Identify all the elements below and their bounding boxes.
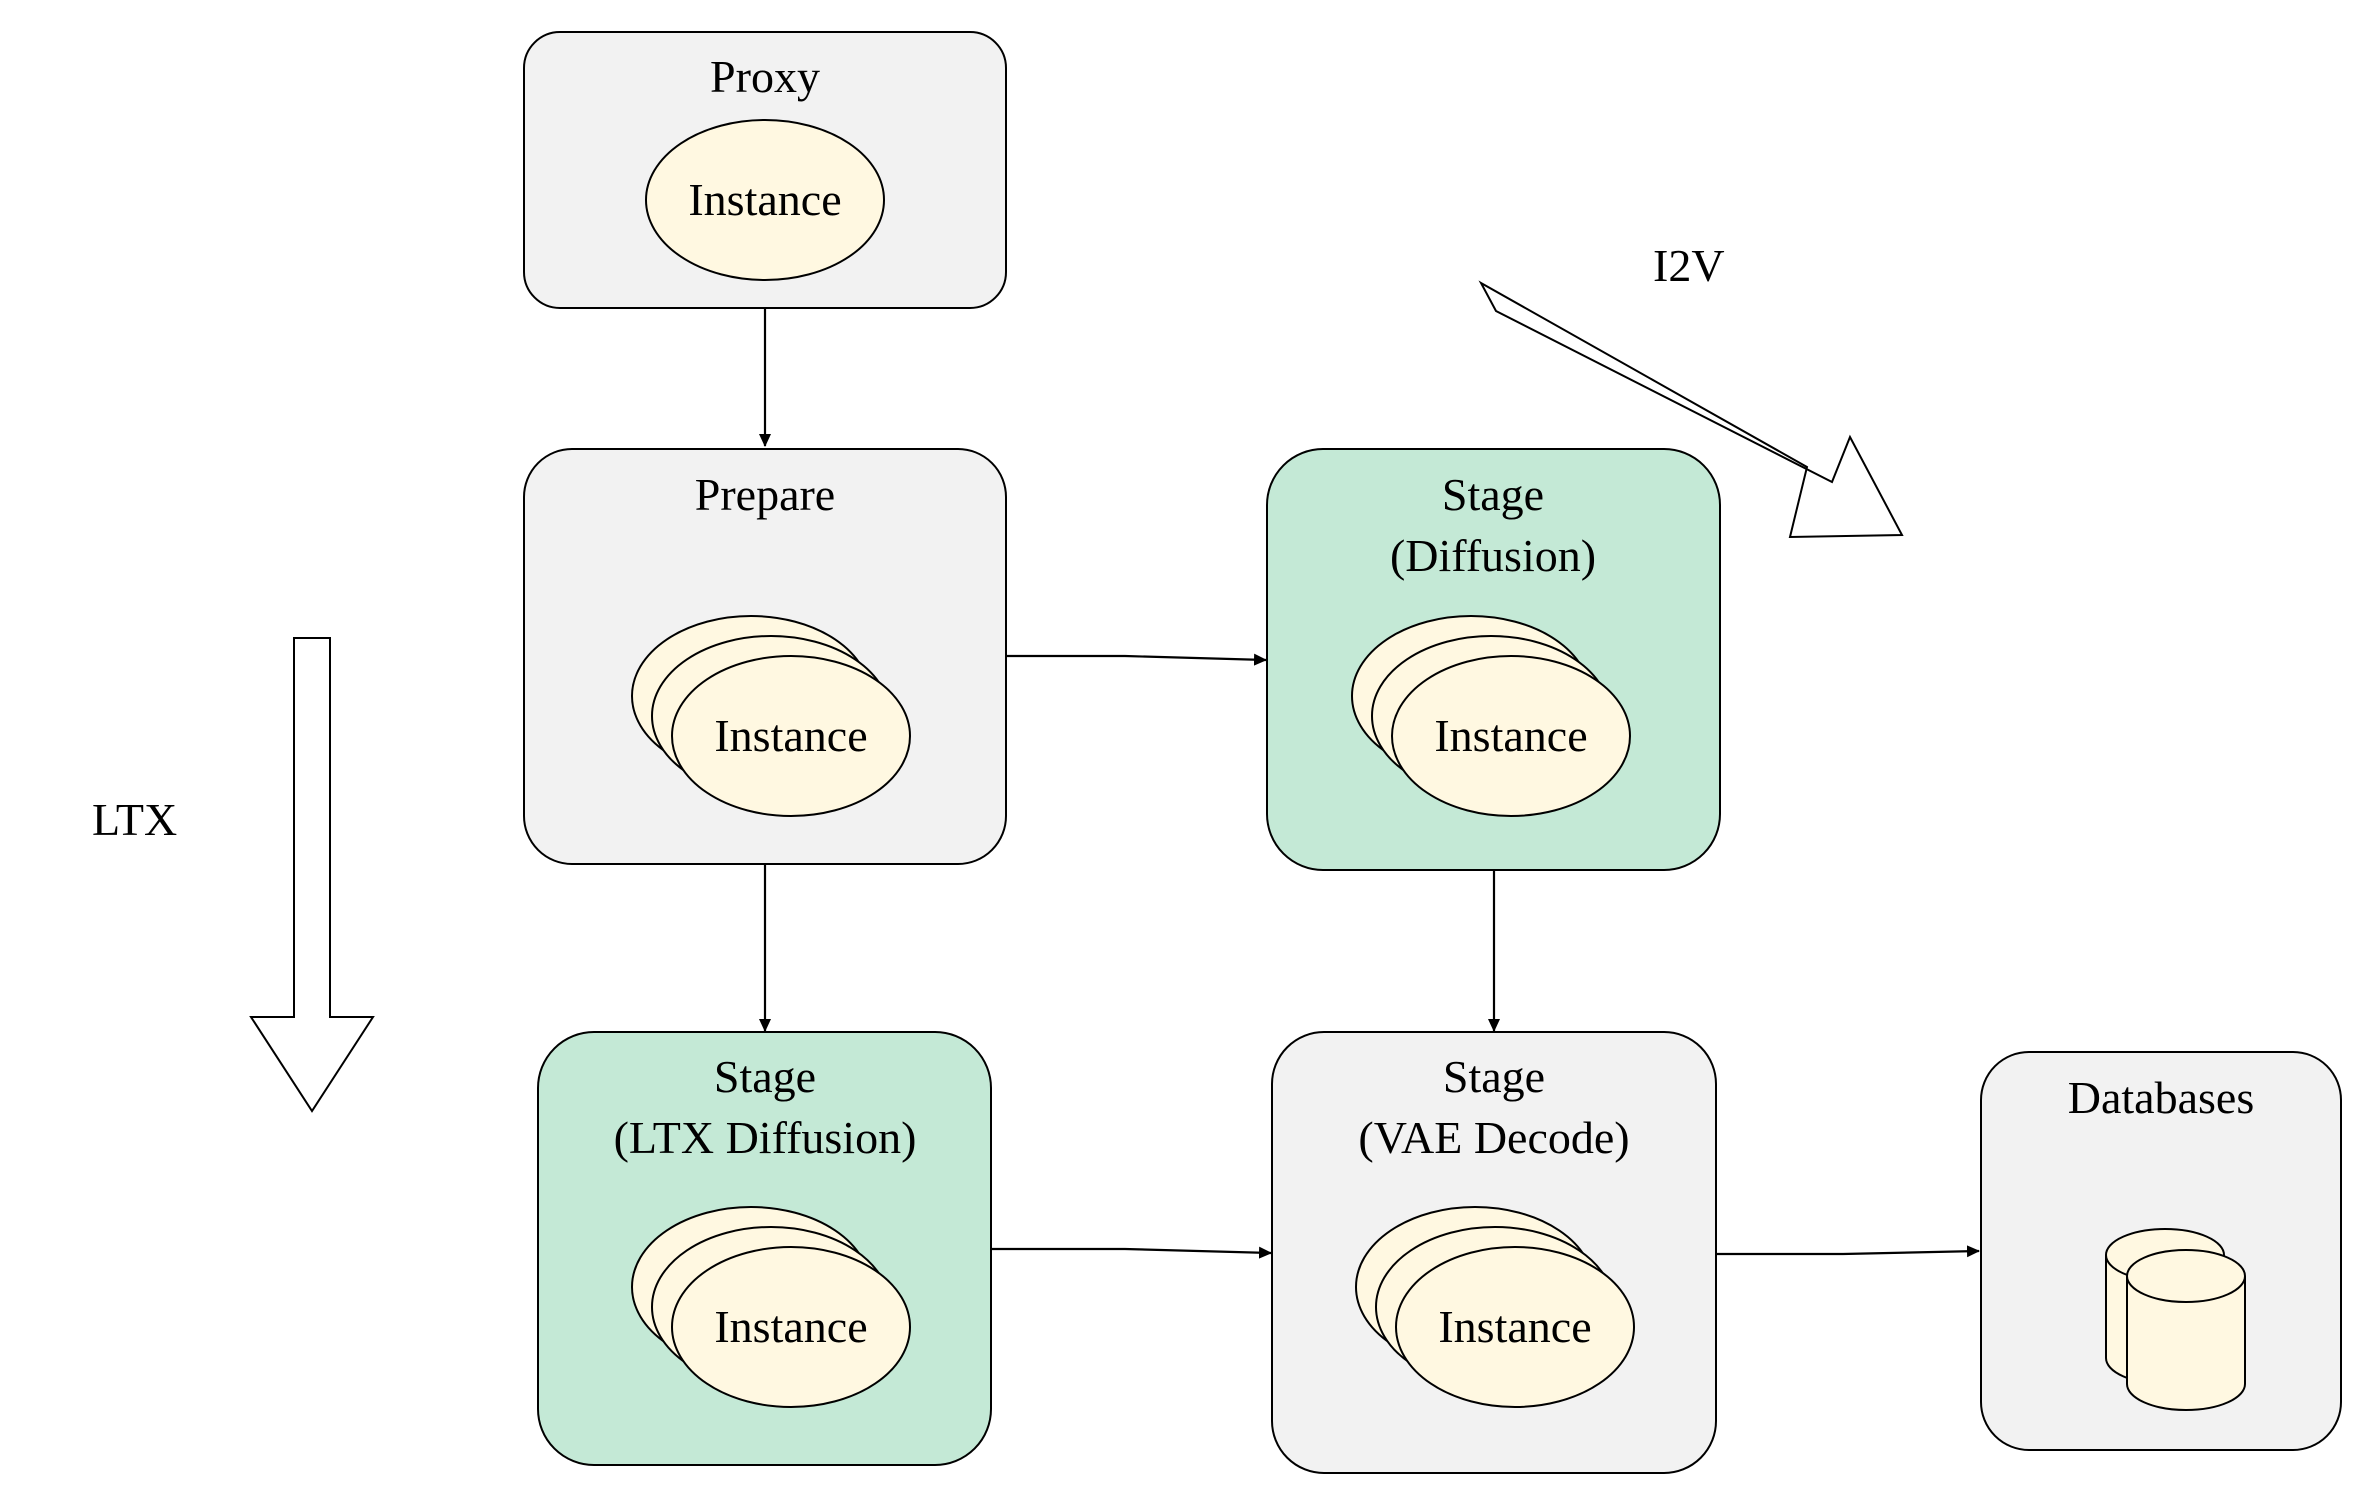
stage-vae-decode-node: Stage (VAE Decode) Instance xyxy=(1271,1031,1717,1474)
stage-vae-decode-instance-stack: Instance xyxy=(1355,1206,1635,1408)
prepare-node: Prepare Instance xyxy=(523,448,1007,865)
proxy-instance-label: Instance xyxy=(688,174,841,225)
prepare-title: Prepare xyxy=(695,469,835,520)
ltx-down-arrow-icon xyxy=(249,637,375,1113)
stage-diffusion-instance-label: Instance xyxy=(1434,710,1587,761)
i2v-flow: I2V xyxy=(1478,240,1904,539)
databases-node: Databases xyxy=(1980,1051,2342,1451)
stage-ltx-diffusion-instance-label: Instance xyxy=(714,1301,867,1352)
prepare-instance-stack: Instance xyxy=(631,615,911,817)
stage-ltx-diffusion-node: Stage (LTX Diffusion) Instance xyxy=(537,1031,992,1466)
stage-diffusion-title-line2: (Diffusion) xyxy=(1390,530,1596,581)
stage-diffusion-instance-stack: Instance xyxy=(1351,615,1631,817)
proxy-node: Proxy Instance xyxy=(523,31,1007,309)
database-cylinder-icon xyxy=(2105,1228,2246,1411)
stage-diffusion-node: Stage (Diffusion) Instance xyxy=(1266,448,1721,871)
stage-vae-decode-instance-label: Instance xyxy=(1438,1301,1591,1352)
connectors xyxy=(759,308,1980,1259)
proxy-instance xyxy=(645,119,885,281)
ltx-flow: LTX xyxy=(92,637,375,1113)
stage-ltx-diffusion-title-line2: (LTX Diffusion) xyxy=(614,1112,917,1163)
databases-title: Databases xyxy=(2068,1072,2254,1123)
stage-diffusion-title-line1: Stage xyxy=(1442,469,1544,520)
i2v-diagonal-arrow-icon xyxy=(1478,280,1904,539)
edge-ltx-diffusion-to-vae-decode xyxy=(992,1246,1272,1259)
prepare-instance-label: Instance xyxy=(714,710,867,761)
edge-prepare-to-stage-diffusion xyxy=(1007,653,1267,666)
ltx-label: LTX xyxy=(92,794,177,845)
edge-vae-decode-to-databases xyxy=(1717,1245,1980,1258)
stage-ltx-diffusion-instance-stack: Instance xyxy=(631,1206,911,1408)
stage-ltx-diffusion-title-line1: Stage xyxy=(714,1051,816,1102)
proxy-title: Proxy xyxy=(710,51,820,102)
stage-vae-decode-title-line2: (VAE Decode) xyxy=(1358,1112,1629,1163)
stage-vae-decode-title-line1: Stage xyxy=(1443,1051,1545,1102)
i2v-label: I2V xyxy=(1653,240,1725,291)
